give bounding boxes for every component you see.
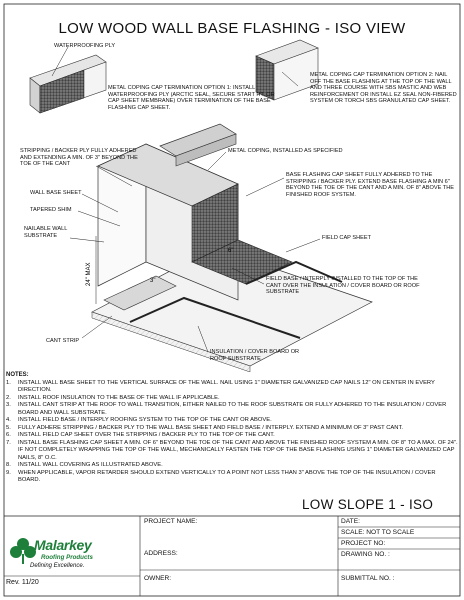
callout-cant-strip: CANT STRIP [46,338,80,344]
dim-3-label: 3" [150,278,155,284]
notes-list: 1. INSTALL WALL BASE SHEET TO THE VERTICA… [6,380,458,485]
note-text: INSTALL WALL COVERING AS ILLUSTRATED ABO… [18,462,163,468]
note-item: 3. INSTALL CANT STRIP AT THE ROOF TO WALL… [6,402,458,417]
note-number: 2. [6,394,11,401]
note-item: 2. INSTALL ROOF INSULATION TO THE BASE OF… [6,395,458,403]
revision-label: Rev. 11/20 [6,579,39,586]
project-no-label: PROJECT NO: [341,540,386,547]
callout-waterproofing-ply: WATERPROOFING PLY [54,43,116,49]
notes-section: NOTES: 1. INSTALL WALL BASE SHEET TO THE … [6,372,458,485]
callout-wall-base-sheet: WALL BASE SHEET [30,190,82,196]
callout-option2: METAL COPING CAP TERMINATION OPTION 2: N… [310,72,457,105]
note-text: FULLY ADHERE STRIPPING / BACKER PLY TO T… [18,424,403,431]
date-label: DATE: [341,518,360,525]
callout-base-flashing-cap: BASE FLASHING CAP SHEET FULLY ADHERED TO… [286,172,454,198]
owner-label: OWNER: [144,575,172,582]
brand-name: Malarkey [34,537,92,553]
note-text: INSTALL WALL BASE SHEET TO THE VERTICAL … [18,379,435,394]
dim-24-label: 24" MAX [86,263,92,286]
shamrock-logo-icon [10,538,36,564]
callout-field-base: FIELD BASE / INTERPLY INSTALLED TO THE T… [266,276,420,296]
address-label: ADDRESS: [144,550,178,557]
project-name-label: PROJECT NAME: [144,518,198,525]
drawing-title: LOW WOOD WALL BASE FLASHING - ISO VIEW [58,20,406,37]
callout-stripping: STRIPPING / BACKER PLY FULLY ADHERED AND… [20,148,138,168]
note-number: 5. [6,424,11,431]
leader-lines [69,151,321,353]
callout-tapered-shim: TAPERED SHIM [30,207,72,213]
callout-field-cap-sheet: FIELD CAP SHEET [322,235,372,241]
callout-option1: METAL COPING CAP TERMINATION OPTION 1: I… [108,85,275,111]
note-text: INSTALL FIELD BASE / INTERPLY ROOFING SY… [18,417,272,423]
note-text: INSTALL FIELD CAP SHEET OVER THE STRIPPI… [18,432,275,438]
note-item: 6. INSTALL FIELD CAP SHEET OVER THE STRIP… [6,432,458,440]
brand-tagline: Defining Excellence. [30,563,85,569]
notes-heading: NOTES: [6,372,29,378]
iso-illustration: 24" MAX 6" 3" [29,39,373,372]
submittal-no-label: SUBMITTAL NO. : [341,575,395,582]
note-item: 1. INSTALL WALL BASE SHEET TO THE VERTICA… [6,380,458,395]
note-number: 8. [6,462,11,468]
note-text: INSTALL CANT STRIP AT THE ROOF TO WALL T… [18,402,447,416]
note-number: 3. [6,402,11,408]
note-item: 4. INSTALL FIELD BASE / INTERPLY ROOFING … [6,417,458,425]
dim-6-label: 6" [228,248,233,254]
note-item: 7. INSTALL BASE FLASHING CAP SHEET A MIN.… [6,440,458,463]
note-number: 6. [6,432,11,438]
callout-metal-coping: METAL COPING, INSTALLED AS SPECIFIED [228,148,343,154]
iso-assembly: 24" MAX 6" 3" [86,123,373,372]
callout-insulation: INSULATION / COVER BOARD OR ROOF SUBSTRA… [210,349,300,362]
detail-option1 [29,46,107,114]
scale-label: SCALE: NOT TO SCALE [341,529,415,536]
note-text: INSTALL BASE FLASHING CAP SHEET A MIN. O… [18,439,458,461]
note-number: 4. [6,417,11,423]
note-number: 7. [6,439,11,446]
drawing-subtitle: LOW SLOPE 1 - ISO [302,497,434,512]
note-number: 9. [6,469,11,476]
note-item: 9. WHEN APPLICABLE, VAPOR RETARDER SHOULD… [6,470,458,485]
brand-subtitle: Roofing Products [41,554,93,561]
note-item: 5. FULLY ADHERE STRIPPING / BACKER PLY TO… [6,425,458,433]
note-text: INSTALL ROOF INSULATION TO THE BASE OF T… [18,394,220,401]
callout-nailable-wall: NAILABLE WALL SUBSTRATE [24,226,68,239]
note-item: 8. INSTALL WALL COVERING AS ILLUSTRATED A… [6,462,458,470]
note-text: WHEN APPLICABLE, VAPOR RETARDER SHOULD E… [18,469,436,484]
note-number: 1. [6,379,11,386]
detail-option2 [255,39,319,101]
drawing-no-label: DRAWING NO. : [341,551,390,558]
